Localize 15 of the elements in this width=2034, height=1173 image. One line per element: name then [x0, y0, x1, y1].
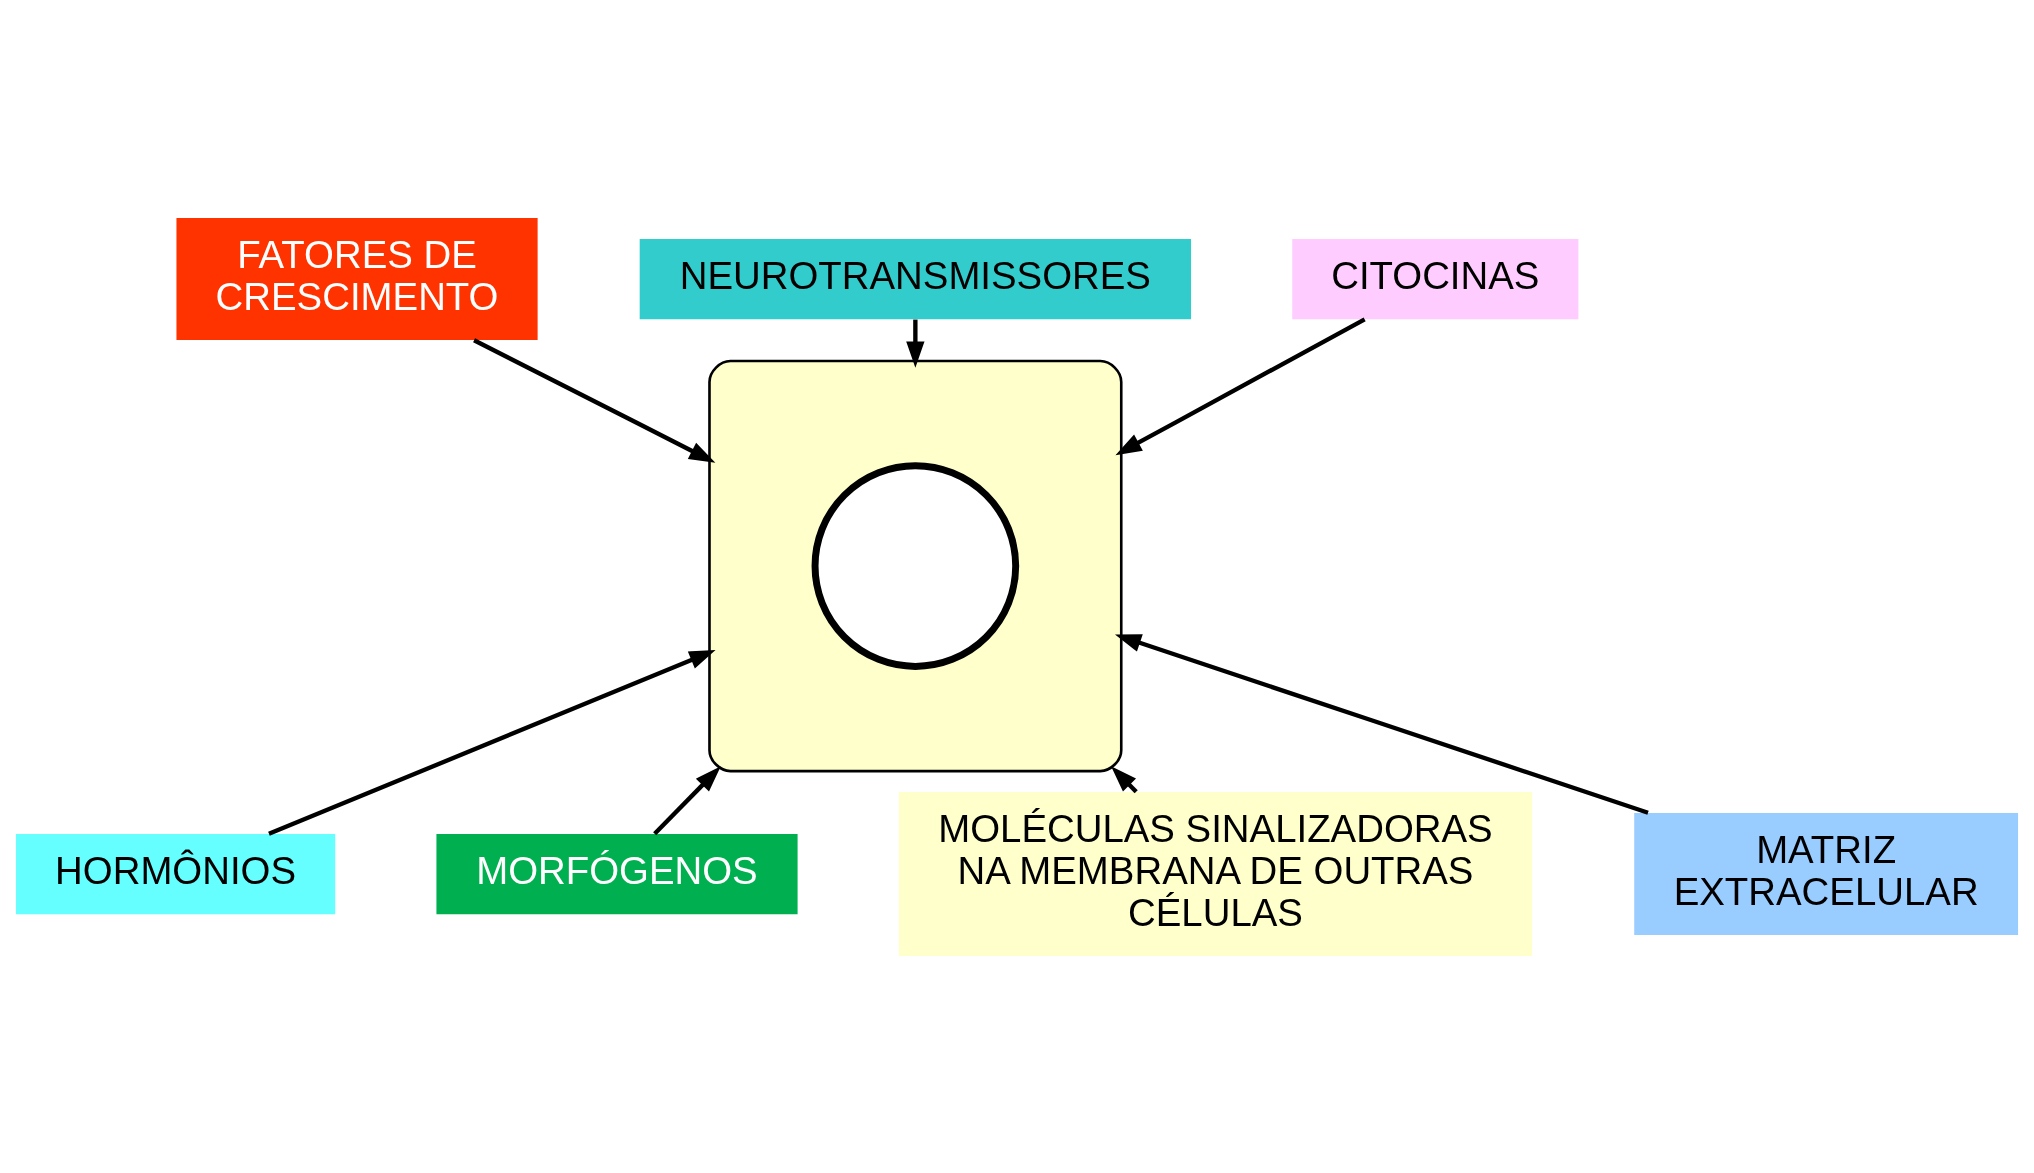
arrow — [1115, 316, 1366, 455]
node-box: HORMÔNIOS — [15, 833, 336, 914]
node-box: MATRIZ EXTRACELULAR — [1634, 812, 2019, 935]
arrow — [1115, 633, 1649, 815]
node-box: NEUROTRANSMISSORES — [639, 238, 1192, 319]
node-box: MORFÓGENOS — [436, 833, 798, 914]
node-box: FATORES DE CRESCIMENTO — [176, 217, 538, 340]
arrow — [268, 649, 716, 836]
arrow — [906, 319, 925, 368]
node-box: CITOCINAS — [1292, 238, 1579, 319]
node-box: MOLÉCULAS SINALIZADORAS NA MEMBRANA DE OUTRAS CÉLULAS — [898, 791, 1533, 956]
cluster — [708, 359, 1123, 772]
arrow — [653, 765, 721, 835]
arrow — [473, 337, 716, 463]
node-circle — [811, 461, 1020, 670]
